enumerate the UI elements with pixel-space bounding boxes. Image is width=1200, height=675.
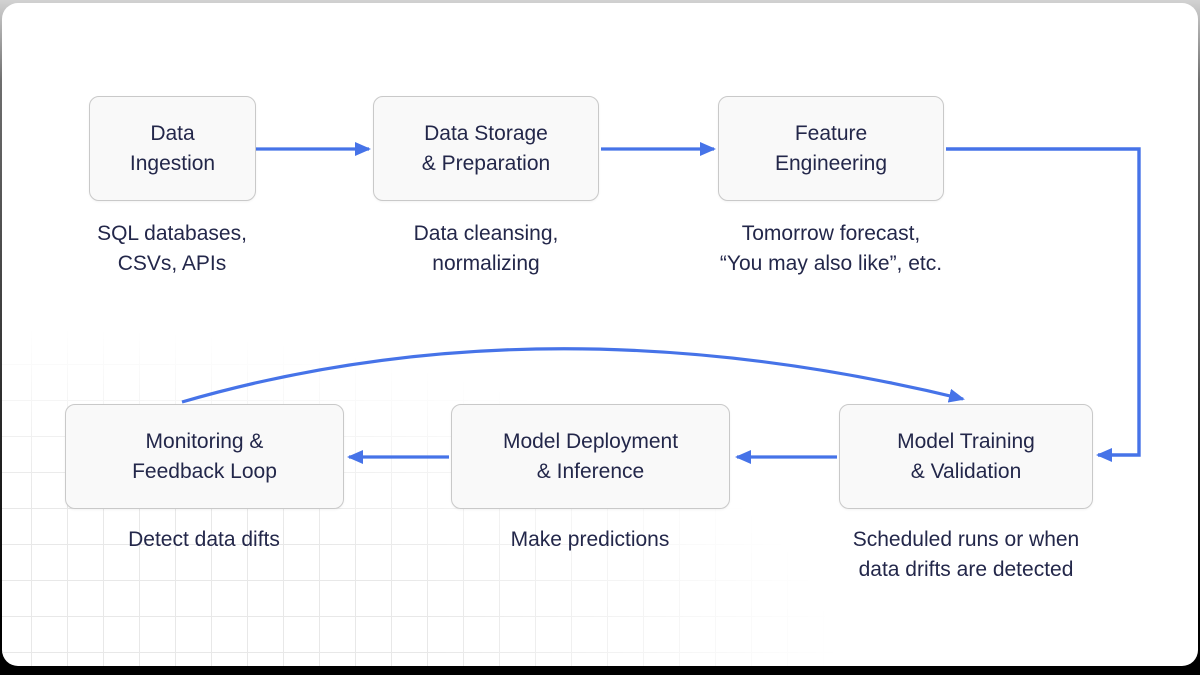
caption-data-ingestion: SQL databases, CSVs, APIs <box>97 222 247 275</box>
node-label: Feature Engineering <box>774 121 888 175</box>
node-label: Model Training & Validation <box>897 429 1035 483</box>
node-model-training-validation: Model Training & Validation <box>839 404 1093 509</box>
caption-data-storage-preparation: Data cleansing, normalizing <box>413 222 559 275</box>
node-data-storage-preparation: Data Storage & Preparation <box>373 96 599 201</box>
node-feature-engineering: Feature Engineering <box>718 96 944 201</box>
node-monitoring-feedback-loop: Monitoring & Feedback Loop <box>65 404 344 509</box>
caption-monitoring-feedback-loop: Detect data difts <box>128 528 280 551</box>
node-label: Data Storage & Preparation <box>421 121 551 175</box>
node-data-ingestion: Data Ingestion <box>89 96 256 201</box>
node-label: Monitoring & Feedback Loop <box>132 429 277 483</box>
diagram-canvas: Data Ingestion Data Storage & Preparatio… <box>2 3 1198 666</box>
node-model-deployment-inference: Model Deployment & Inference <box>451 404 730 509</box>
caption-feature-engineering: Tomorrow forecast, “You may also like”, … <box>719 222 943 275</box>
node-label: Model Deployment & Inference <box>502 429 679 483</box>
node-label: Data Ingestion <box>129 121 216 175</box>
caption-model-training-validation: Scheduled runs or when data drifts are d… <box>852 528 1080 581</box>
caption-model-deployment-inference: Make predictions <box>510 528 670 551</box>
